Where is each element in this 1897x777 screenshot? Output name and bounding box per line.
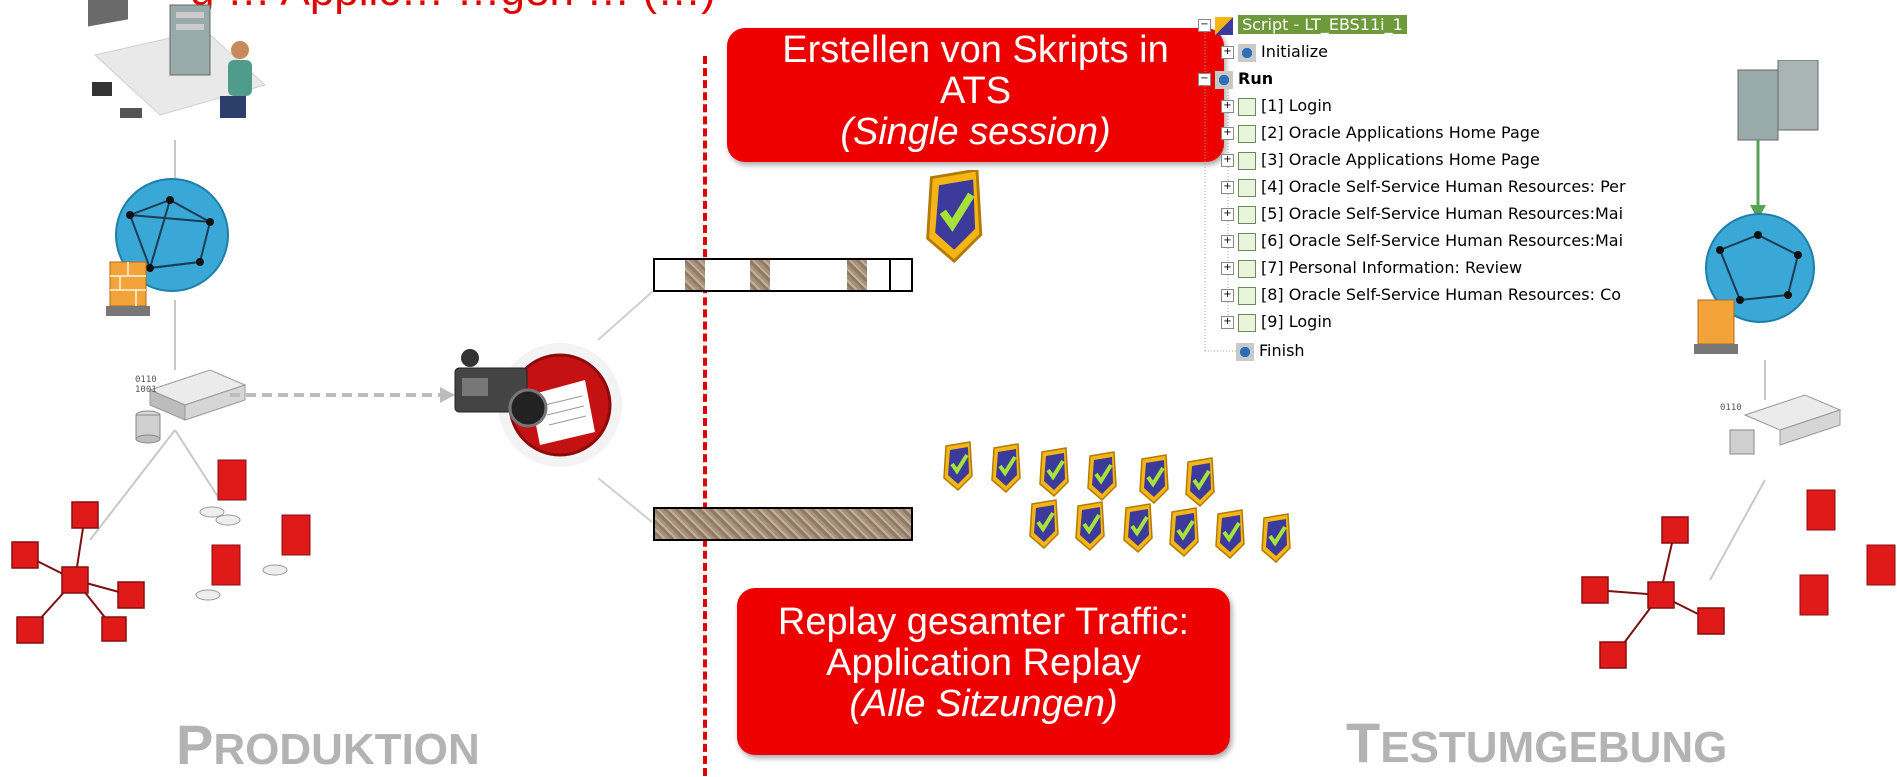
expand-icon[interactable]: + [1221, 289, 1234, 302]
tree-step-label[interactable]: [4] Oracle Self-Service Human Resources:… [1261, 177, 1626, 196]
expand-icon[interactable]: + [1221, 46, 1234, 59]
page-step-icon [1238, 151, 1256, 170]
tree-step[interactable]: + [4] Oracle Self-Service Human Resources… [1221, 176, 1626, 198]
tree-step[interactable]: + [3] Oracle Applications Home Page [1221, 149, 1540, 171]
tree-step-label[interactable]: [5] Oracle Self-Service Human Resources:… [1261, 204, 1624, 223]
tree-step-label[interactable]: [7] Personal Information: Review [1261, 258, 1523, 277]
callout-ats-line2: ATS [939, 70, 1012, 113]
tree-step[interactable]: + [9] Login [1221, 311, 1332, 333]
user-workstation-icon [88, 0, 266, 118]
server-icon [1737, 60, 1819, 141]
expand-icon[interactable]: + [1221, 235, 1234, 248]
expand-icon[interactable]: + [1221, 316, 1234, 329]
gears-icon [1215, 70, 1233, 89]
gears-icon [1236, 342, 1254, 361]
page-step-icon [1238, 178, 1256, 197]
gears-icon [1238, 43, 1256, 62]
page-step-icon [1238, 259, 1256, 278]
callout-replay-line1: Replay gesamter Traffic: [777, 601, 1190, 643]
single-session-traffic-bar [653, 258, 913, 292]
tree-node-finish-label[interactable]: Finish [1259, 341, 1305, 360]
expand-icon[interactable]: + [1221, 208, 1234, 221]
collapse-icon[interactable]: − [1198, 73, 1211, 86]
tree-step-label[interactable]: [1] Login [1261, 96, 1332, 115]
zoom-wedge [597, 291, 653, 523]
expand-icon[interactable]: + [1221, 127, 1234, 140]
label-test-environment: TESTUMGEBUNG [1346, 711, 1728, 774]
tree-step-label[interactable]: [6] Oracle Self-Service Human Resources:… [1261, 231, 1624, 250]
production-environment-diagram: 0110 1001 [11, 0, 653, 644]
page-step-icon [1238, 205, 1256, 224]
tree-root[interactable]: − Script - LT_EBS11i_1 [1198, 14, 1407, 36]
page-step-icon [1238, 124, 1256, 143]
tree-step[interactable]: + [1] Login [1221, 95, 1332, 117]
tree-step[interactable]: + [5] Oracle Self-Service Human Resources… [1221, 203, 1623, 225]
tree-step-label[interactable]: [2] Oracle Applications Home Page [1261, 123, 1540, 142]
page-step-icon [1238, 97, 1256, 116]
database-icon [135, 410, 161, 444]
callout-ats-italic: (Single session) [840, 111, 1111, 154]
callout-replay-italic: (Alle Sitzungen) [849, 683, 1118, 726]
tree-node-initialize[interactable]: + Initialize [1221, 41, 1328, 63]
tree-step[interactable]: + [2] Oracle Applications Home Page [1221, 122, 1540, 144]
svg-text:1001: 1001 [135, 385, 157, 395]
tree-node-initialize-label[interactable]: Initialize [1261, 42, 1328, 61]
tree-step[interactable]: + [6] Oracle Self-Service Human Resources… [1221, 230, 1623, 252]
expand-icon[interactable]: + [1221, 262, 1234, 275]
script-tree-icon [1215, 16, 1233, 35]
expand-icon[interactable]: + [1221, 100, 1234, 113]
firewall-icon [1694, 299, 1738, 354]
tree-step-label[interactable]: [3] Oracle Applications Home Page [1261, 150, 1540, 169]
tree-node-finish[interactable]: Finish [1236, 340, 1305, 362]
collapse-icon[interactable]: − [1198, 19, 1211, 32]
label-production: PRODUKTION [176, 713, 480, 776]
tree-node-run-label[interactable]: Run [1238, 69, 1274, 88]
globe-icon [1705, 213, 1815, 323]
page-title-partial: g … Applic… …gen … (…) [190, 0, 716, 16]
tree-root-label[interactable]: Script - LT_EBS11i_1 [1238, 15, 1407, 34]
page-step-icon [1238, 286, 1256, 305]
test-environment-diagram: 0110 [1581, 60, 1896, 669]
tree-node-run[interactable]: − Run [1198, 68, 1273, 90]
red-cube-network-icon [1581, 489, 1896, 669]
script-tree: − Script - LT_EBS11i_1 + Initialize − Run +… [1198, 6, 1668, 362]
tree-step-label[interactable]: [8] Oracle Self-Service Human Resources:… [1261, 285, 1622, 304]
expand-icon[interactable]: + [1221, 154, 1234, 167]
callout-replay-line2: Application Replay [826, 642, 1141, 685]
callout-ats-line1: Erstellen von Skripts in [782, 29, 1169, 71]
tree-step[interactable]: + [7] Personal Information: Review [1221, 257, 1522, 279]
page-step-icon [1238, 232, 1256, 251]
database-icon [1729, 429, 1755, 455]
callout-application-replay: Replay gesamter Traffic: Application Rep… [737, 588, 1230, 755]
svg-text:0110: 0110 [135, 375, 157, 385]
red-cube-network-icon [11, 501, 145, 644]
video-camera-icon [454, 343, 622, 467]
tree-step[interactable]: + [8] Oracle Self-Service Human Resources… [1221, 284, 1621, 306]
tree-step-label[interactable]: [9] Login [1261, 312, 1332, 331]
full-traffic-bar [653, 507, 913, 541]
firewall-icon [106, 261, 150, 316]
divider-line [703, 56, 707, 776]
network-switch-icon: 0110 [1720, 394, 1842, 446]
page-step-icon [1238, 313, 1256, 332]
expand-icon[interactable]: + [1221, 181, 1234, 194]
red-server-disk-icons [195, 459, 311, 601]
capture-arrow [230, 387, 455, 403]
shield-check-icons-multiple [942, 440, 1292, 564]
callout-ats-scripts: Erstellen von Skripts in ATS (Single ses… [727, 28, 1224, 162]
svg-text:0110: 0110 [1720, 403, 1742, 413]
shield-check-icon-single [928, 170, 981, 261]
